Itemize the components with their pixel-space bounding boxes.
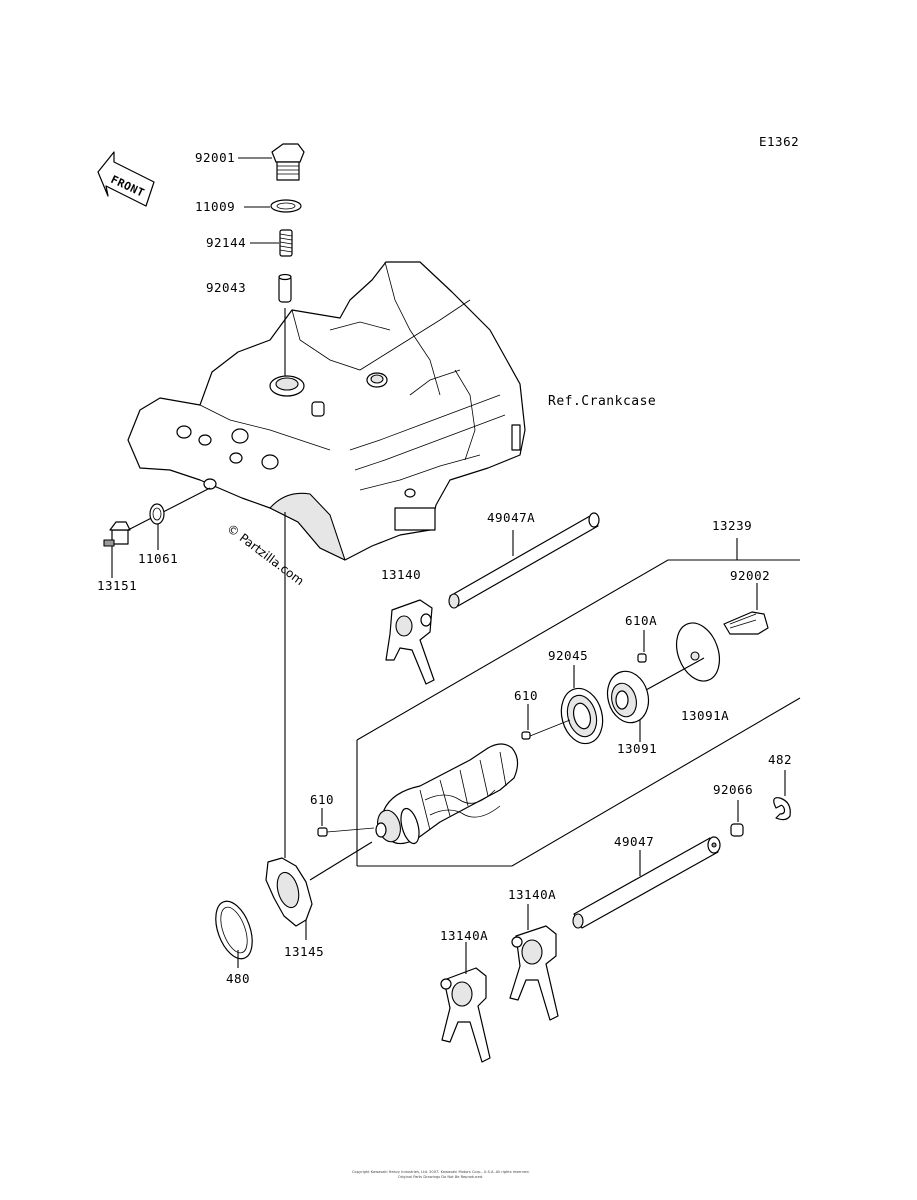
callout-610-upper: 610 bbox=[514, 688, 538, 703]
callout-11009: 11009 bbox=[195, 199, 235, 214]
callout-92144: 92144 bbox=[206, 235, 246, 250]
part-610-pin-lower bbox=[317, 808, 375, 837]
part-482-circlip bbox=[773, 770, 791, 821]
callout-92045: 92045 bbox=[548, 648, 588, 663]
reference-crankcase: Ref.Crankcase bbox=[548, 394, 656, 409]
part-13091-shift-cam bbox=[606, 670, 650, 742]
watermark: © Partzilla.com bbox=[224, 521, 306, 588]
crankcase-housing bbox=[127, 261, 526, 561]
callout-13151: 13151 bbox=[97, 578, 137, 593]
part-13091A-drum-plate bbox=[645, 622, 721, 691]
part-shift-drum bbox=[375, 743, 519, 845]
part-92043-pin bbox=[278, 273, 292, 376]
callout-13091: 13091 bbox=[617, 741, 657, 756]
bracket-13239 bbox=[356, 538, 801, 867]
callout-610-lower: 610 bbox=[310, 792, 334, 807]
footer-notice: Original Parts Drawings Do Not Be Reprod… bbox=[398, 1175, 483, 1179]
callout-13145: 13145 bbox=[284, 944, 324, 959]
part-480-snap-ring bbox=[215, 900, 253, 968]
part-92144-spring bbox=[250, 229, 293, 257]
part-11009-washer bbox=[244, 199, 302, 213]
callout-49047A: 49047A bbox=[487, 510, 535, 525]
part-49047-shift-rod bbox=[572, 836, 721, 929]
callout-92066: 92066 bbox=[713, 782, 753, 797]
callout-13239: 13239 bbox=[712, 518, 752, 533]
front-arrow-icon: FRONT bbox=[97, 151, 155, 207]
callout-49047: 49047 bbox=[614, 834, 654, 849]
callout-13140: 13140 bbox=[381, 567, 421, 582]
callout-11061: 11061 bbox=[138, 551, 178, 566]
callout-92043: 92043 bbox=[206, 280, 246, 295]
part-13140-shift-fork bbox=[385, 599, 435, 685]
callout-13140A-lower: 13140A bbox=[440, 928, 488, 943]
part-610A-pin bbox=[637, 630, 647, 663]
part-13140A-shift-fork-lower bbox=[440, 942, 491, 1063]
footer-copyright: Copyright Kawasaki Heavy Industries, Ltd… bbox=[352, 1170, 530, 1174]
diagram-code: E1362 bbox=[759, 134, 799, 149]
part-13151-neutral-switch bbox=[103, 487, 211, 578]
part-13145-holder bbox=[265, 512, 373, 940]
callout-92002: 92002 bbox=[730, 568, 770, 583]
part-92066-collar bbox=[730, 800, 744, 837]
callout-13140A-upper: 13140A bbox=[508, 887, 556, 902]
part-49047A-shift-rod bbox=[448, 512, 600, 609]
callout-482: 482 bbox=[768, 752, 792, 767]
callout-13091A: 13091A bbox=[681, 708, 729, 723]
part-92045-bearing bbox=[560, 665, 604, 745]
part-92001-plug-bolt bbox=[238, 143, 305, 181]
callout-480: 480 bbox=[226, 971, 250, 986]
part-11061-o-ring bbox=[149, 503, 165, 550]
part-13140A-shift-fork-upper bbox=[509, 904, 559, 1021]
callout-92001: 92001 bbox=[195, 150, 235, 165]
callout-610A: 610A bbox=[625, 613, 657, 628]
part-92002-bolt bbox=[723, 583, 769, 635]
part-610-pin-upper bbox=[521, 704, 571, 740]
